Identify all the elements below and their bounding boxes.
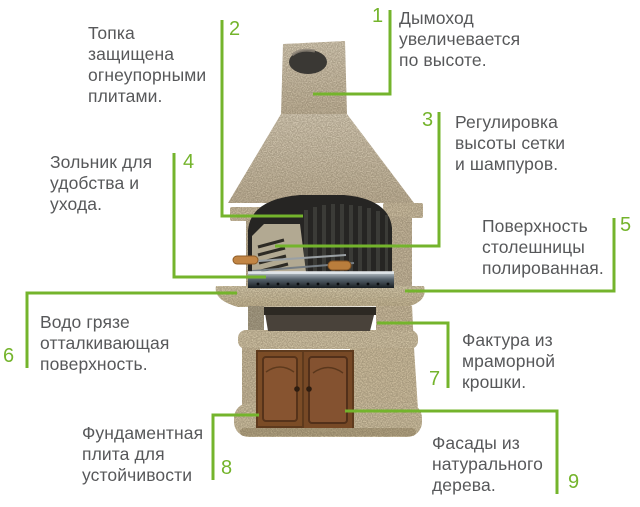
callout-line-1	[313, 10, 392, 96]
callout-3-number: 3	[422, 109, 434, 131]
wooden-doors	[256, 350, 354, 428]
callout-line-5	[405, 218, 616, 293]
callout-8-number: 8	[221, 457, 233, 479]
callout-6-text: Водо грязе отталкивающая поверхность.	[40, 312, 170, 374]
door-knob-left	[294, 386, 300, 392]
callout-9-number: 9	[568, 471, 580, 493]
callout-4-text: Зольник для удобства и ухода.	[50, 152, 153, 214]
callout-7-number: 7	[429, 368, 441, 390]
callout-4-number: 4	[183, 151, 195, 173]
door-knob-right	[306, 386, 312, 392]
firebox-ribs	[304, 204, 388, 276]
shelf-recess	[264, 307, 376, 331]
callout-7-text: Фактура из мраморной крошки.	[462, 330, 556, 392]
chimney-opening	[289, 50, 327, 74]
callout-line-6	[25, 291, 237, 368]
callout-6-number: 6	[3, 345, 15, 367]
skewers	[232, 254, 355, 272]
countertop	[215, 286, 425, 307]
callout-5-number: 5	[620, 214, 632, 236]
callout-3-text: Регулировка высоты сетки и шампуров.	[455, 112, 566, 174]
callout-8-text: Фундаментная плита для устойчивости	[82, 423, 204, 485]
callout-2-text: Топка защищена огнеупорными плитами.	[88, 23, 207, 106]
callout-5-text: Поверхность столешницы полированная.	[482, 216, 604, 278]
callout-line-8	[211, 413, 259, 480]
callout-line-4	[172, 153, 266, 279]
grill-grate	[248, 271, 394, 288]
callout-line-9	[345, 409, 559, 494]
callout-1-text: Дымоход увеличевается по высоте.	[399, 8, 521, 70]
callout-line-7	[377, 321, 450, 388]
callout-1-number: 1	[372, 5, 384, 27]
callout-line-2	[220, 20, 303, 218]
hood	[228, 114, 414, 203]
callout-2-number: 2	[229, 18, 241, 40]
callout-9-text: Фасады из натурального дерева.	[432, 433, 543, 495]
callout-line-3	[275, 112, 441, 248]
